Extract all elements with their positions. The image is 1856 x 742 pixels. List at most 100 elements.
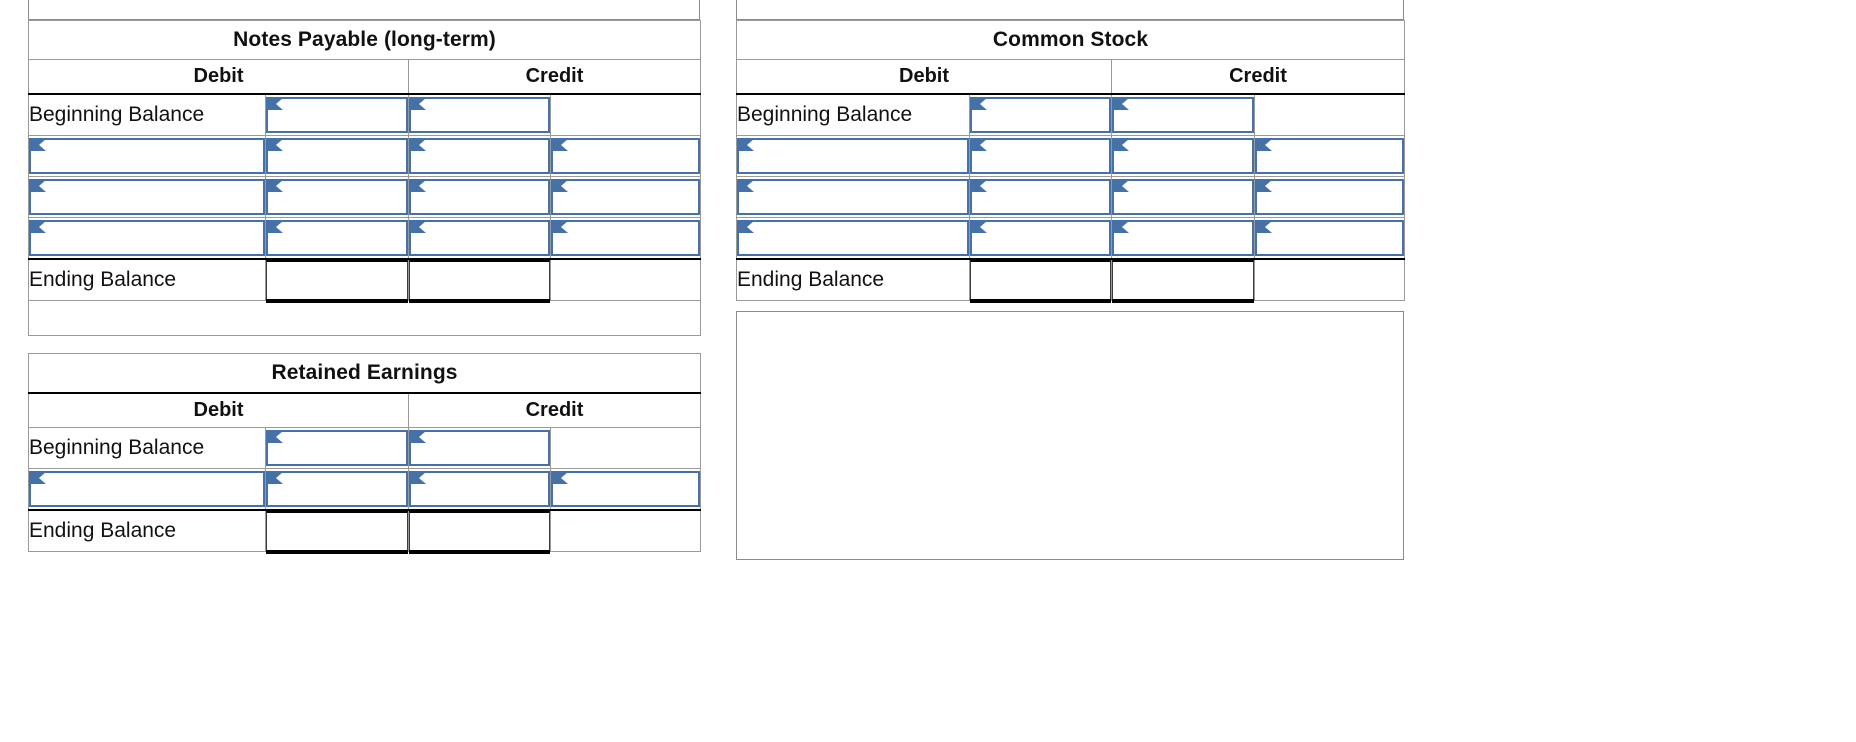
- account-title-common-stock: Common Stock: [735, 20, 1406, 60]
- column-header-credit: Credit: [1110, 59, 1406, 95]
- cell-extra: [549, 135, 702, 177]
- extra-input[interactable]: [1255, 220, 1405, 256]
- column-header-credit: Credit: [407, 59, 702, 95]
- left-top-partial-cell: [28, 0, 700, 20]
- cell-extra: [549, 93, 702, 136]
- column-header-debit: Debit: [28, 59, 409, 95]
- cell-debit: [969, 135, 1112, 177]
- cell-extra: [549, 509, 702, 552]
- cell-credit: [408, 217, 551, 260]
- extra-input[interactable]: [551, 138, 701, 174]
- cell-extra: [1253, 135, 1406, 177]
- description-input[interactable]: [29, 179, 265, 215]
- debit-input[interactable]: [970, 179, 1111, 215]
- extra-input[interactable]: [1255, 179, 1405, 215]
- table-row: [736, 176, 1406, 218]
- extra-input[interactable]: [1255, 138, 1405, 174]
- description-input[interactable]: [737, 220, 969, 256]
- spacer-row: [27, 300, 702, 336]
- cell-credit: [1111, 176, 1255, 218]
- cell-extra: [549, 176, 702, 218]
- table-row: [28, 217, 702, 260]
- debit-input[interactable]: [266, 430, 408, 466]
- cell-extra: [1253, 217, 1406, 260]
- cell-credit: [408, 468, 551, 511]
- credit-input[interactable]: [409, 179, 550, 215]
- credit-total-value[interactable]: [409, 511, 550, 554]
- cell-extra: [1253, 258, 1406, 301]
- credit-input[interactable]: [409, 430, 550, 466]
- cell-debit: [969, 217, 1112, 260]
- cell-description: [28, 135, 266, 177]
- credit-input[interactable]: [409, 138, 550, 174]
- cell-credit-total: [408, 258, 551, 303]
- debit-input[interactable]: [970, 97, 1111, 133]
- description-input[interactable]: [29, 471, 265, 507]
- table-row: Beginning Balance: [28, 93, 702, 136]
- account-title-row: Notes Payable (long-term): [27, 20, 702, 60]
- right-empty-region: [736, 311, 1404, 560]
- cell-description: [736, 176, 970, 218]
- debit-total-value[interactable]: [266, 260, 408, 303]
- table-row: [736, 217, 1406, 260]
- extra-input[interactable]: [551, 220, 701, 256]
- credit-input[interactable]: [1112, 179, 1254, 215]
- description-input[interactable]: [29, 220, 265, 256]
- cell-debit: [265, 135, 409, 177]
- table-row: [28, 176, 702, 218]
- description-input[interactable]: [737, 138, 969, 174]
- credit-input[interactable]: [1112, 220, 1254, 256]
- row-label-ending-balance: Ending Balance: [736, 258, 970, 301]
- row-label-beginning-balance: Beginning Balance: [736, 93, 970, 136]
- description-input[interactable]: [737, 179, 969, 215]
- table-row: Ending Balance: [28, 509, 702, 554]
- debit-input[interactable]: [970, 138, 1111, 174]
- extra-input[interactable]: [551, 471, 701, 507]
- credit-input[interactable]: [1112, 138, 1254, 174]
- debit-input[interactable]: [266, 179, 408, 215]
- debit-input[interactable]: [970, 220, 1111, 256]
- t-account-retained-earnings: Retained Earnings Debit Credit Beginning…: [27, 353, 702, 554]
- cell-extra: [549, 427, 702, 469]
- debit-input[interactable]: [266, 138, 408, 174]
- cell-debit-total: [265, 509, 409, 554]
- account-title-row: Common Stock: [735, 20, 1406, 60]
- cell-credit-total: [1111, 258, 1255, 303]
- credit-total-value[interactable]: [409, 260, 550, 303]
- column-header-debit: Debit: [28, 392, 409, 428]
- table-row: [28, 468, 702, 511]
- cell-description: [736, 217, 970, 260]
- cell-credit: [408, 93, 551, 136]
- spacer-cell: [27, 300, 702, 336]
- debit-input[interactable]: [266, 471, 408, 507]
- column-header-debit: Debit: [736, 59, 1112, 95]
- description-input[interactable]: [29, 138, 265, 174]
- cell-credit-total: [408, 509, 551, 554]
- row-label-ending-balance: Ending Balance: [28, 258, 266, 301]
- debit-input[interactable]: [266, 97, 408, 133]
- cell-description: [28, 468, 266, 511]
- cell-debit: [265, 427, 409, 469]
- row-label-ending-balance: Ending Balance: [28, 509, 266, 552]
- cell-credit: [1111, 135, 1255, 177]
- cell-debit: [969, 93, 1112, 136]
- cell-credit: [408, 135, 551, 177]
- debit-total-value[interactable]: [970, 260, 1111, 303]
- credit-input[interactable]: [409, 471, 550, 507]
- table-row: Beginning Balance: [28, 427, 702, 469]
- debit-total-value[interactable]: [266, 511, 408, 554]
- cell-description: [28, 217, 266, 260]
- cell-description: [28, 176, 266, 218]
- table-row: Ending Balance: [28, 258, 702, 303]
- credit-input[interactable]: [1112, 97, 1254, 133]
- credit-input[interactable]: [409, 220, 550, 256]
- account-title-notes-payable: Notes Payable (long-term): [27, 20, 702, 60]
- extra-input[interactable]: [551, 179, 701, 215]
- account-title-retained-earnings: Retained Earnings: [27, 353, 702, 394]
- credit-total-value[interactable]: [1112, 260, 1254, 303]
- cell-debit-total: [265, 258, 409, 303]
- debit-input[interactable]: [266, 220, 408, 256]
- credit-input[interactable]: [409, 97, 550, 133]
- table-row: Beginning Balance: [736, 93, 1406, 136]
